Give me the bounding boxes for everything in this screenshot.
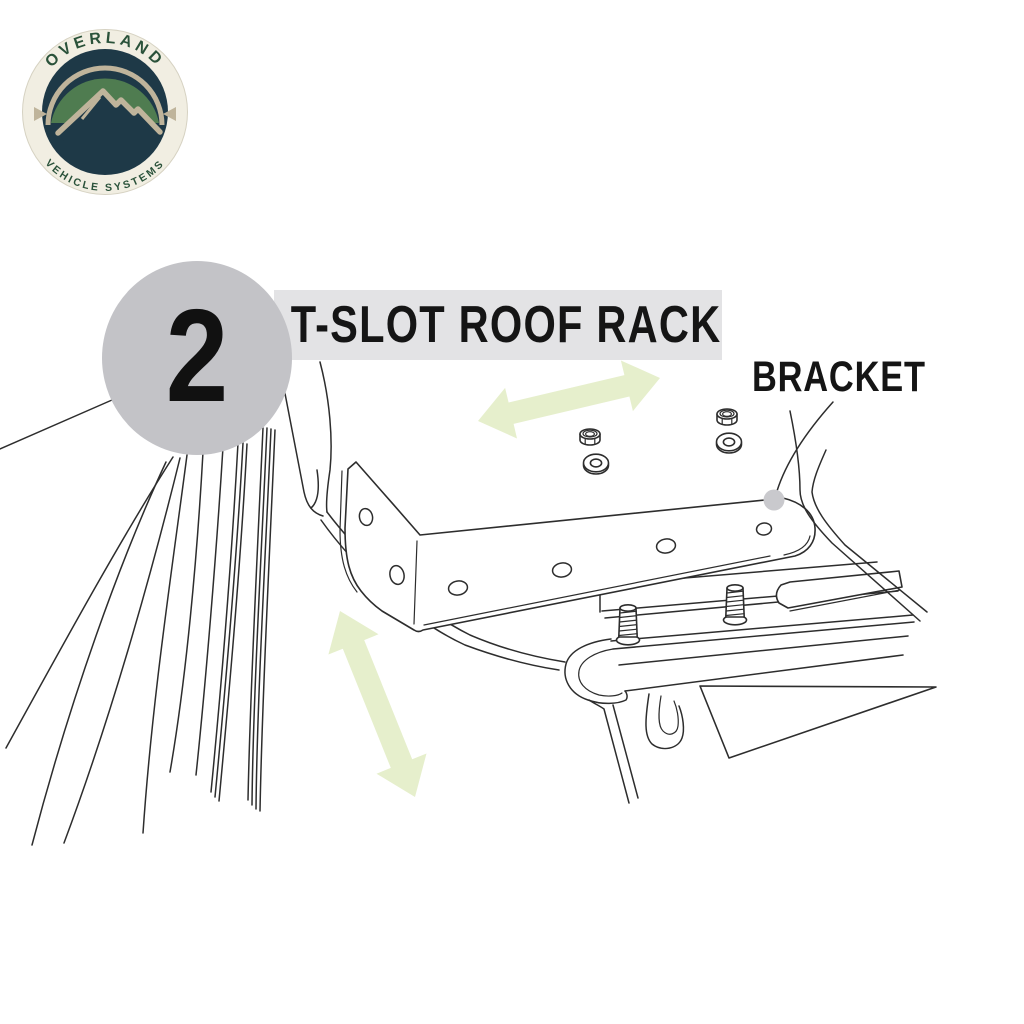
title-banner-bg xyxy=(274,290,722,360)
slide-arrow-vertical-icon xyxy=(328,611,427,797)
logo-ridge-detail xyxy=(80,96,102,120)
roof-rail-assembly xyxy=(564,561,937,804)
callout-and-trim xyxy=(763,401,928,622)
flat-washer-drawing xyxy=(715,432,743,454)
slot-cover-strip-drawing xyxy=(775,570,903,609)
bracket-label: BRACKET xyxy=(752,353,926,401)
flat-washer-drawing xyxy=(582,453,610,475)
slide-arrow-horizontal-icon xyxy=(478,360,660,439)
movement-arrows xyxy=(328,360,660,797)
logo-right-triangle-icon xyxy=(163,107,176,121)
flange-nut-drawing xyxy=(579,428,601,446)
roof-panel-drawing xyxy=(699,685,937,759)
step-number: 2 xyxy=(165,282,229,429)
bracket-holes xyxy=(358,507,773,596)
step-circle xyxy=(102,261,292,455)
mounting-bracket-drawing xyxy=(339,461,816,633)
banner-title: T-SLOT ROOF RACK xyxy=(290,296,722,354)
leader-line xyxy=(776,401,834,492)
flange-nut-drawing xyxy=(716,408,738,426)
threaded-stud-drawing xyxy=(615,603,641,646)
threaded-stud-drawing xyxy=(722,583,748,626)
logo-mountain-ridge xyxy=(55,88,163,136)
hardware xyxy=(579,408,743,475)
clamp-hook-drawing xyxy=(645,693,685,750)
logo-left-triangle-icon xyxy=(34,107,47,121)
logo-sky-rim xyxy=(45,65,165,126)
leader-dot xyxy=(763,489,785,511)
slot-cover-edge-line xyxy=(789,589,901,612)
logo-mountains xyxy=(58,91,160,141)
vehicle-roof-outline xyxy=(0,361,566,846)
brand-logo: OVERLAND VEHICLE SYSTEMS xyxy=(22,29,188,195)
